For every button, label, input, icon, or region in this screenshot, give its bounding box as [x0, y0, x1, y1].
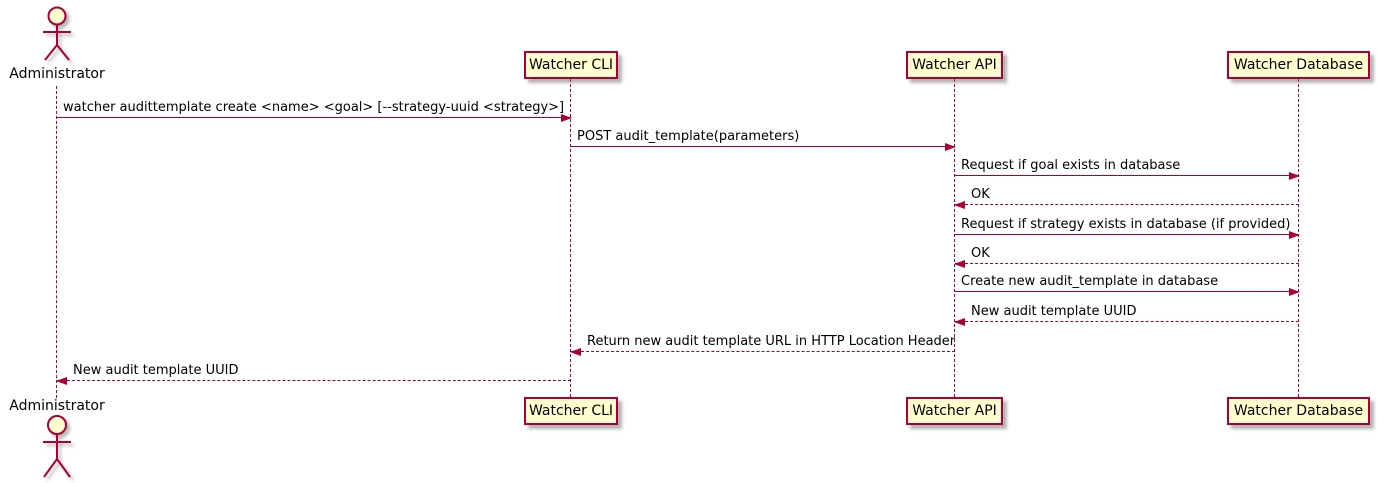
participant-watcher-cli-top: Watcher CLI — [524, 51, 618, 79]
message-create-audit-template-db: Create new audit_template in database — [955, 273, 1300, 296]
participant-watcher-api-bottom: Watcher API — [906, 397, 1003, 425]
arrowhead-left-icon — [954, 201, 965, 209]
actor-label-top: Administrator — [9, 66, 105, 82]
message-line — [955, 263, 1299, 264]
arrowhead-left-icon — [954, 318, 965, 326]
message-text: OK — [971, 187, 990, 202]
message-return-url-location-header: Return new audit template URL in HTTP Lo… — [570, 333, 956, 356]
participant-watcher-database-top: Watcher Database — [1227, 51, 1370, 79]
message-text: New audit template UUID — [971, 304, 1137, 319]
message-ok-goal: OK — [954, 186, 1299, 209]
message-ok-strategy: OK — [954, 245, 1299, 268]
message-create-audittemplate: watcher audittemplate create <name> <goa… — [57, 99, 572, 122]
message-line — [571, 146, 955, 147]
actor-figure-top — [35, 5, 79, 63]
message-text: Request if goal exists in database — [961, 158, 1181, 173]
actor-figure-bottom — [35, 413, 79, 481]
message-request-strategy-exists: Request if strategy exists in database (… — [955, 216, 1300, 239]
message-post-audit-template: POST audit_template(parameters) — [571, 128, 956, 151]
message-line — [57, 380, 571, 381]
lifeline-administrator — [56, 86, 57, 398]
arrowhead-left-icon — [56, 377, 67, 385]
lifeline-watcher-cli — [570, 79, 571, 397]
arrowhead-right-icon — [1289, 231, 1300, 239]
actor-stick-figure-icon — [43, 415, 71, 478]
message-text: New audit template UUID — [73, 363, 239, 378]
arrowhead-right-icon — [561, 114, 572, 122]
participant-watcher-api-top: Watcher API — [906, 51, 1003, 79]
lifeline-watcher-api — [954, 79, 955, 397]
arrowhead-right-icon — [1289, 288, 1300, 296]
message-line — [955, 291, 1299, 292]
message-line — [955, 321, 1299, 322]
message-text: OK — [971, 246, 990, 261]
message-new-audit-template-uuid-admin: New audit template UUID — [56, 362, 571, 385]
message-line — [955, 175, 1299, 176]
arrowhead-left-icon — [570, 348, 581, 356]
message-text: POST audit_template(parameters) — [577, 129, 800, 144]
message-line — [57, 117, 571, 118]
message-line — [955, 234, 1299, 235]
message-text: Request if strategy exists in database (… — [961, 217, 1291, 232]
message-text: watcher audittemplate create <name> <goa… — [63, 100, 565, 115]
participant-watcher-database-bottom: Watcher Database — [1227, 397, 1370, 425]
arrowhead-right-icon — [945, 143, 956, 151]
participant-watcher-cli-bottom: Watcher CLI — [524, 397, 618, 425]
message-line — [955, 204, 1299, 205]
message-text: Create new audit_template in database — [961, 274, 1219, 289]
actor-stick-figure-icon — [43, 6, 71, 61]
arrowhead-left-icon — [954, 260, 965, 268]
message-new-audit-template-uuid-db: New audit template UUID — [954, 303, 1299, 326]
arrowhead-right-icon — [1289, 172, 1300, 180]
actor-label-bottom: Administrator — [9, 398, 105, 414]
message-line — [571, 351, 955, 352]
message-text: Return new audit template URL in HTTP Lo… — [587, 334, 956, 349]
message-request-goal-exists: Request if goal exists in database — [955, 157, 1300, 180]
